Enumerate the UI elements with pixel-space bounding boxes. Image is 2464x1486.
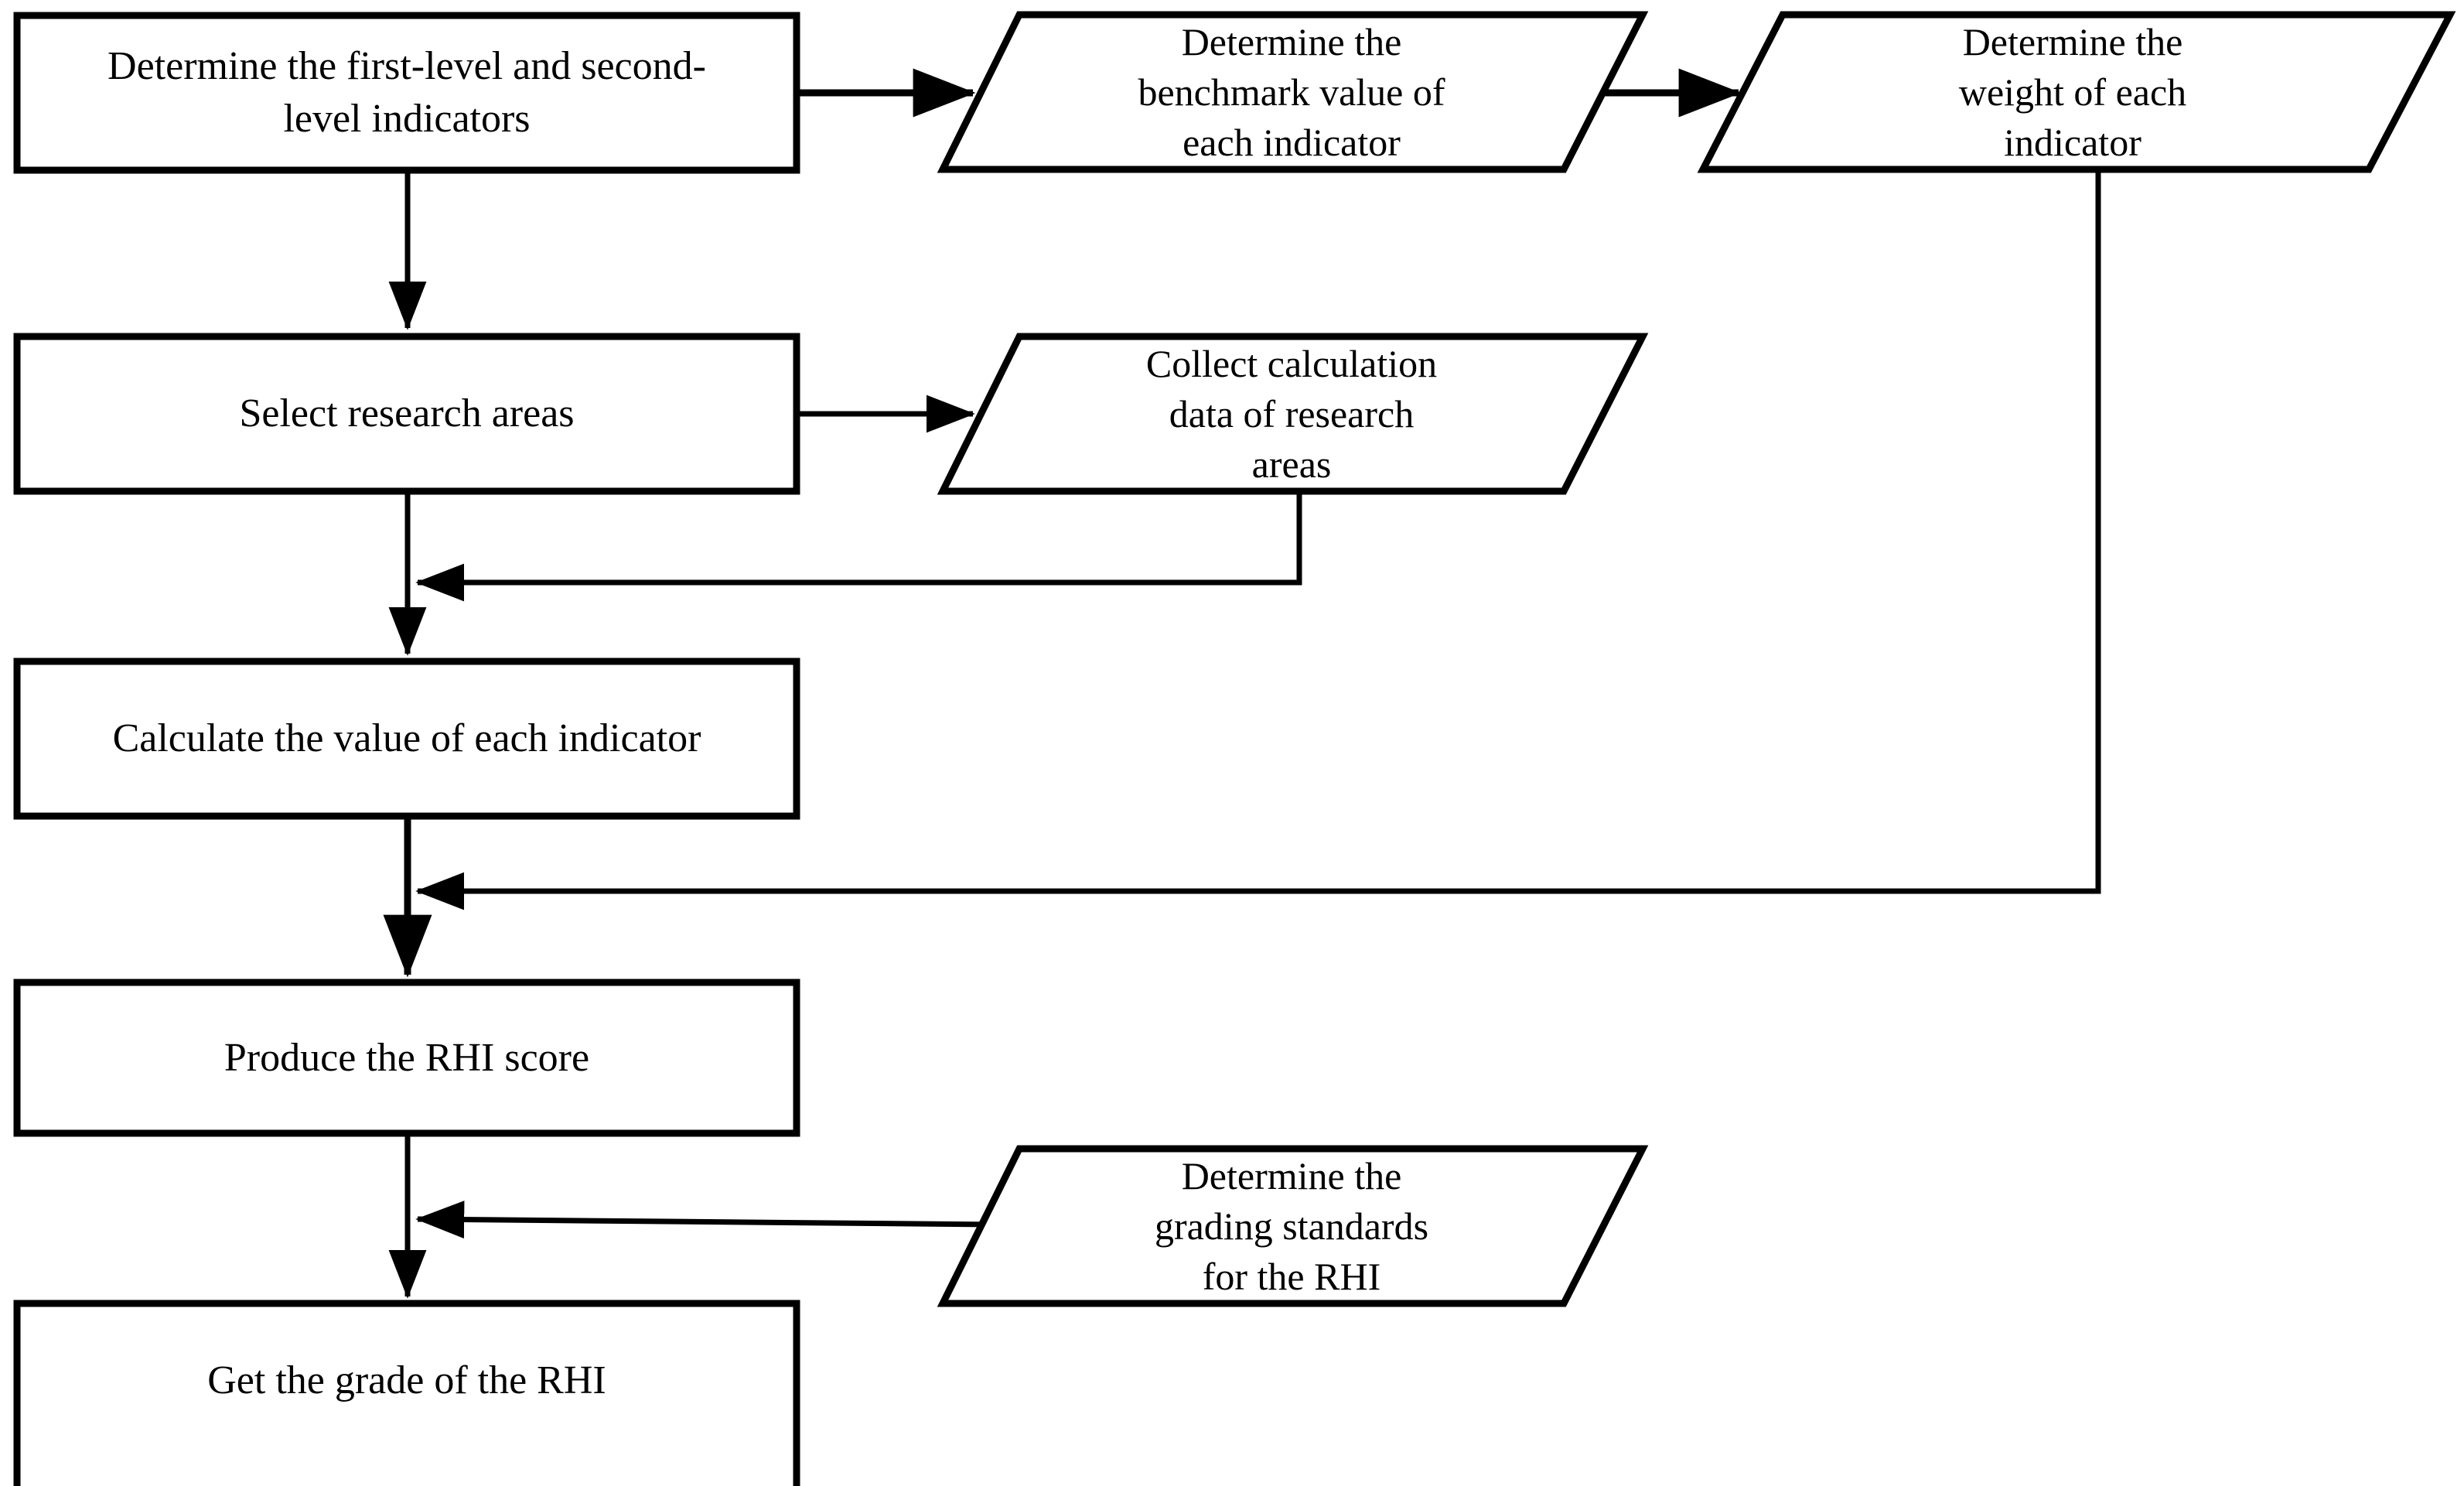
edge-collect-data-to-calculate <box>415 491 1302 602</box>
node-determine-benchmark[interactable] <box>937 11 1649 173</box>
edge-weight-to-produce-score <box>415 169 2101 910</box>
node-determine-indicators[interactable] <box>13 12 800 174</box>
node-produce-rhi-score[interactable] <box>13 979 800 1137</box>
node-collect-calculation-data[interactable] <box>937 333 1649 495</box>
node-calculate-indicator-value[interactable] <box>13 658 800 820</box>
node-determine-grading-standards[interactable] <box>937 1145 1649 1307</box>
node-get-grade-of-rhi[interactable] <box>13 1300 800 1486</box>
node-select-research-areas[interactable] <box>13 333 800 495</box>
node-determine-weight[interactable] <box>1697 11 2456 173</box>
edge-grading-to-get-grade <box>415 1201 995 1239</box>
